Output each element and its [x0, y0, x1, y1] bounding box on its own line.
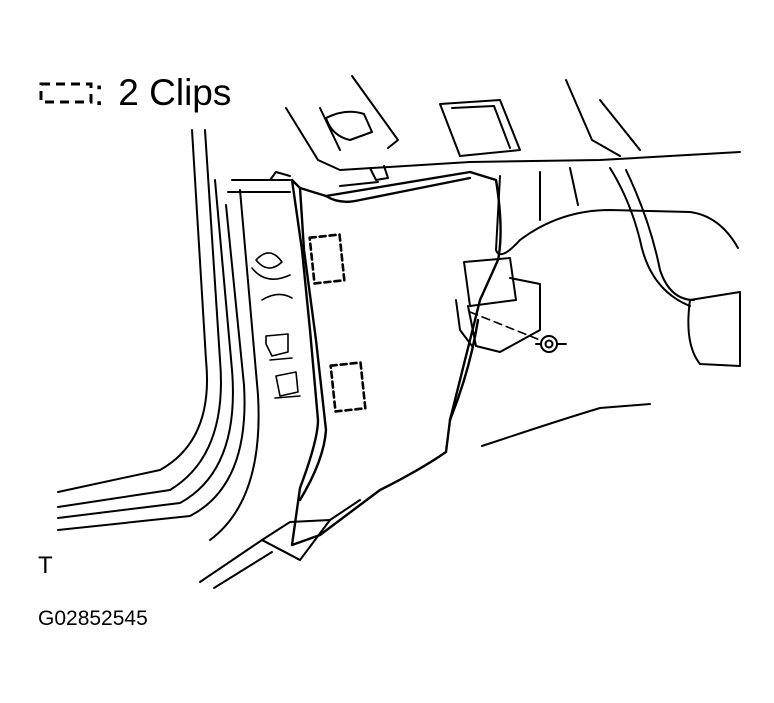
legend-colon: : — [94, 72, 105, 113]
dashboard-underside — [285, 75, 741, 187]
screw-fastener — [469, 311, 567, 353]
dashed-clip-icon — [39, 82, 93, 104]
clip-locations — [308, 233, 367, 413]
figure-code: G02852545 — [38, 607, 148, 630]
view-mark: T — [38, 552, 53, 579]
legend-label: 2 Clips — [118, 72, 232, 113]
weatherstrip-details — [251, 252, 301, 399]
pedal-assembly — [455, 167, 741, 367]
front-door-scuff-plate-panel — [290, 170, 502, 547]
clip-legend: : 2 Clips — [38, 72, 231, 114]
door-pillar-lines — [57, 129, 291, 541]
clip-marker-upper — [308, 233, 346, 285]
floor-contour — [481, 403, 651, 447]
clip-marker-lower — [329, 361, 367, 413]
door-sill — [199, 499, 361, 589]
